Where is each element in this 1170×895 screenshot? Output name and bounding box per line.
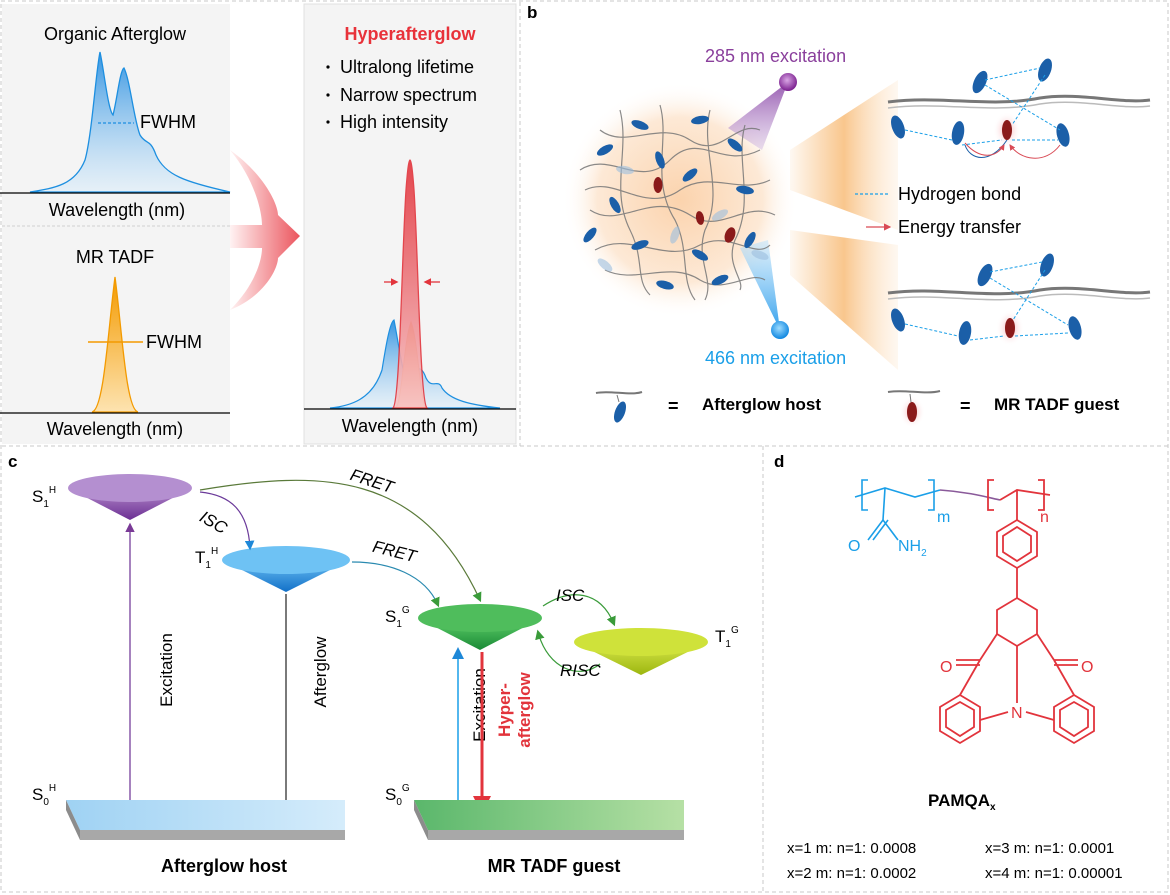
hyperafterglow-label-2: afterglow	[515, 671, 534, 747]
host-legend-label: Afterglow host	[702, 395, 821, 414]
excitation-466-label: 466 nm excitation	[705, 348, 846, 368]
equals-guest: =	[960, 396, 971, 416]
network-guest-molecules	[653, 177, 736, 243]
ratio-x4: x=4 m: n=1: 0.00001	[985, 865, 1123, 882]
isc-guest-arrow	[542, 594, 616, 627]
isc-host-label: ISC	[196, 507, 231, 538]
bullet-intensity: High intensity	[340, 112, 448, 132]
emission-beam-upper	[790, 80, 898, 230]
s1h-cone	[68, 474, 192, 520]
combine-arrow	[230, 150, 300, 310]
light-source-466	[771, 321, 789, 339]
mr-tadf-title: MR TADF	[76, 247, 154, 267]
guest-legend-label: MR TADF guest	[994, 395, 1120, 414]
hydrogen-bond-label: Hydrogen bond	[898, 184, 1021, 204]
nitrogen-atom: N	[1011, 705, 1023, 722]
m-subscript: m	[937, 509, 950, 526]
n-subscript: n	[1040, 509, 1049, 526]
host-ground-slab	[66, 800, 345, 840]
legend-host: = Afterglow host	[595, 391, 821, 423]
s1h-label: S1H	[32, 485, 56, 510]
panel-b-label: b	[527, 3, 537, 22]
mr-fwhm-label: FWHM	[146, 332, 202, 352]
ratio-x3: x=3 m: n=1: 0.0001	[985, 840, 1114, 857]
acrylamide-unit	[854, 479, 941, 541]
fret-t1-label: FRET	[371, 537, 420, 567]
zoom-chain-upper	[887, 58, 1151, 159]
fret-s1-label: FRET	[348, 465, 398, 497]
carbonyl-o-right: O	[1081, 659, 1093, 676]
organic-wavelength-label: Wavelength (nm)	[49, 200, 185, 220]
s1g-label: S1G	[385, 605, 410, 630]
s1g-cone	[418, 604, 542, 650]
bullet-dot	[326, 120, 330, 124]
hyperafterglow-title: Hyperafterglow	[344, 24, 476, 44]
t1g-label: T1G	[715, 625, 739, 650]
polymer-network	[579, 104, 776, 301]
host-excitation-label: Excitation	[157, 633, 176, 707]
s0g-label: S0G	[385, 783, 410, 808]
t1g-cone	[574, 628, 708, 675]
risc-arrow	[535, 629, 601, 672]
s0h-label: S0H	[32, 783, 56, 808]
bullet-dot	[326, 65, 330, 69]
legend-guest: = MR TADF guest	[887, 390, 1120, 428]
excitation-285-label: 285 nm excitation	[705, 46, 846, 66]
t1h-cone	[222, 546, 350, 592]
network-host-molecules	[583, 115, 756, 290]
light-source-285	[779, 73, 797, 91]
panel-b: b 285 nm excitation 466 nm excitation	[527, 3, 1151, 428]
panel-a: a Organic Afterglow FWHM Wavelength (nm)…	[0, 3, 517, 445]
bullet-dot	[326, 93, 330, 97]
hyper-red-spectrum	[391, 159, 429, 409]
mr-tadf-spectrum	[91, 276, 139, 413]
hyper-bullets: Ultralong lifetime Narrow spectrum High …	[326, 57, 477, 132]
excitation-beam-466	[740, 240, 780, 330]
emission-beam-lower	[790, 230, 898, 370]
guest-ground-slab	[414, 800, 684, 840]
risc-label: RISC	[560, 661, 601, 680]
panel-c: c S1H T1H S1G T1G	[8, 452, 739, 876]
carbonyl-o: O	[848, 538, 860, 555]
guest-excitation-label: Excitation	[470, 668, 489, 742]
pamqa-unit	[939, 479, 1095, 745]
network-host-molecules-faded	[597, 165, 769, 272]
organic-fwhm-label: FWHM	[140, 112, 196, 132]
panel-d-label: d	[774, 452, 784, 471]
isc-host-arrow	[199, 491, 255, 551]
ratio-x1: x=1 m: n=1: 0.0008	[787, 840, 916, 857]
organic-afterglow-title: Organic Afterglow	[44, 24, 187, 44]
network-glow	[562, 82, 798, 318]
zoom-chain-lower	[887, 253, 1151, 346]
isc-guest-label: ISC	[556, 586, 585, 605]
fret-t1-arrow	[351, 561, 440, 608]
bullet-spectrum: Narrow spectrum	[340, 85, 477, 105]
mr-wavelength-label: Wavelength (nm)	[47, 419, 183, 439]
t1h-label: T1H	[195, 546, 218, 571]
panel-d: d m O NH2	[774, 452, 1123, 882]
organic-spectrum	[29, 51, 231, 193]
fret-s1-arrow	[199, 479, 482, 603]
bullet-lifetime: Ultralong lifetime	[340, 57, 474, 77]
equals-host: =	[668, 396, 679, 416]
host-slab-label: Afterglow host	[161, 856, 287, 876]
chain-link	[939, 489, 1001, 501]
panel-c-label: c	[8, 452, 17, 471]
amide-nh: NH2	[898, 538, 927, 559]
pamqa-name: PAMQAx	[928, 791, 996, 813]
carbonyl-o-left: O	[940, 659, 952, 676]
ratio-x2: x=2 m: n=1: 0.0002	[787, 865, 916, 882]
guest-slab-label: MR TADF guest	[488, 856, 621, 876]
energy-transfer-label: Energy transfer	[898, 217, 1021, 237]
afterglow-label: Afterglow	[311, 636, 330, 708]
hyperafterglow-label-1: Hyper-	[495, 683, 514, 737]
hyper-wavelength-label: Wavelength (nm)	[342, 416, 478, 436]
